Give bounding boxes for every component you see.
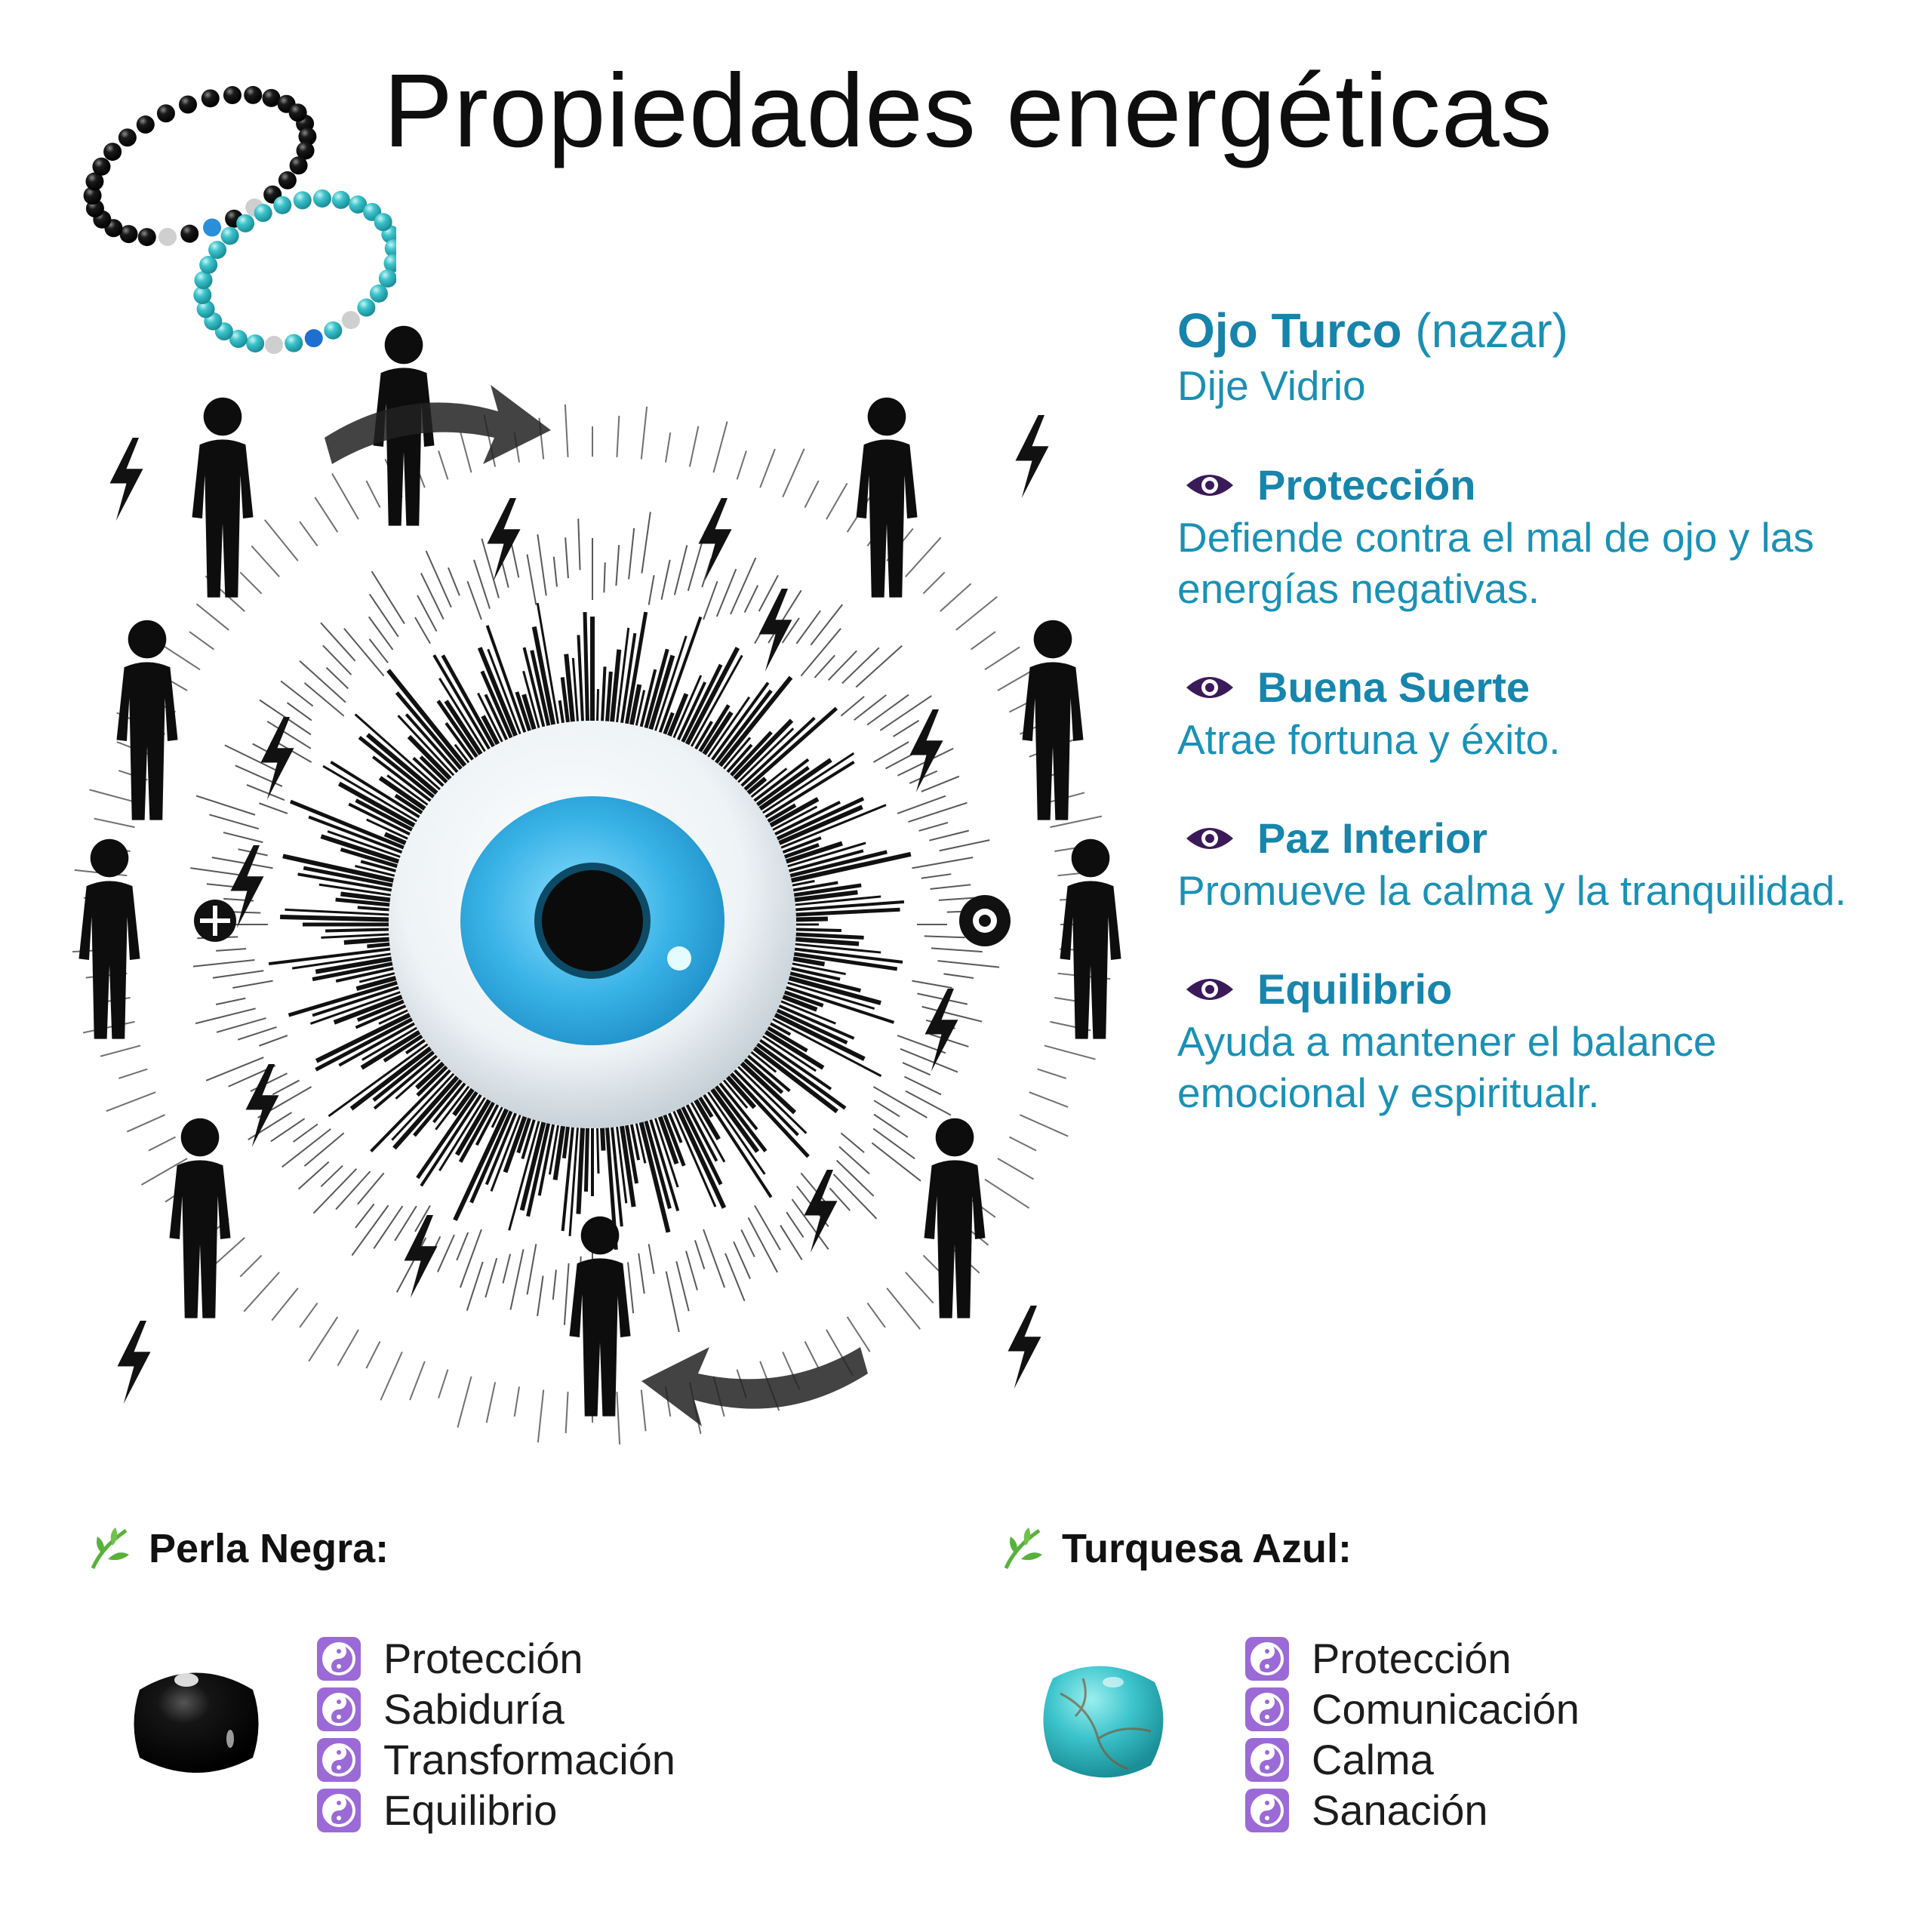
stone-perla-negra: Perla Negra: Protección Sabiduría Transf… <box>87 1524 917 1844</box>
yin-yang-icon <box>317 1788 361 1832</box>
bracelets-image <box>83 85 396 354</box>
yin-yang-icon <box>1245 1687 1289 1731</box>
property-title: Buena Suerte <box>1257 663 1530 711</box>
stone-name: Perla Negra: <box>149 1526 389 1571</box>
stone-turquesa-azul: Turquesa Azul: Protección Comunicación C… <box>1000 1524 1830 1844</box>
property-title: Paz Interior <box>1257 814 1487 862</box>
property-equilibrio: Equilibrio Ayuda a mantener el balance e… <box>1177 963 1917 1118</box>
property-title: Protección <box>1257 461 1476 509</box>
property-title: Equilibrio <box>1257 965 1453 1013</box>
list-item: Transformación <box>317 1734 675 1785</box>
list-item: Sabiduría <box>317 1684 675 1734</box>
list-item: Comunicación <box>1245 1684 1580 1734</box>
stone-name: Turquesa Azul: <box>1062 1526 1352 1571</box>
property-description: Promueve la calma y la tranquilidad. <box>1177 867 1847 914</box>
eye-icon <box>1186 979 1233 1000</box>
turquoise-properties: Protección Comunicación Calma Sanación <box>1245 1633 1580 1835</box>
yin-yang-icon <box>1245 1788 1289 1832</box>
eye-icon <box>1186 677 1233 698</box>
property-description: Atrae fortuna y éxito. <box>1177 716 1561 763</box>
eye-icon <box>1186 475 1233 496</box>
list-item: Protección <box>317 1633 675 1684</box>
list-item: Equilibrio <box>317 1785 675 1835</box>
nazar-material: Dije Vidrio <box>1177 362 1366 409</box>
black-pearl-properties: Protección Sabiduría Transformación Equi… <box>317 1633 675 1835</box>
evil-eye-illustration <box>72 325 1121 1445</box>
yin-yang-icon <box>317 1687 361 1731</box>
list-item: Sanación <box>1245 1785 1580 1835</box>
nazar-alias: (nazar) <box>1401 303 1568 358</box>
nazar-heading: Ojo Turco (nazar) <box>1177 302 1917 359</box>
nazar-info-panel: Ojo Turco (nazar) Dije Vidrio Protección… <box>1177 302 1917 1118</box>
list-item: Calma <box>1245 1734 1580 1785</box>
property-paz-interior: Paz Interior Promueve la calma y la tran… <box>1177 812 1917 916</box>
yin-yang-icon <box>317 1636 361 1681</box>
yin-yang-icon <box>1245 1636 1289 1681</box>
property-buena-suerte: Buena Suerte Atrae fortuna y éxito. <box>1177 661 1917 765</box>
yin-yang-icon <box>317 1737 361 1782</box>
nazar-name: Ojo Turco <box>1177 303 1402 358</box>
property-description: Ayuda a mantener el balance emocional y … <box>1177 1018 1717 1116</box>
yin-yang-icon <box>1245 1737 1289 1782</box>
property-proteccion: Protección Defiende contra el mal de ojo… <box>1177 459 1917 614</box>
list-item: Protección <box>1245 1633 1580 1684</box>
eye-icon <box>1186 828 1233 849</box>
leaf-icon <box>1004 1527 1042 1570</box>
turquoise-bead <box>1043 1666 1164 1778</box>
black-pearl-bead <box>134 1672 259 1773</box>
leaf-icon <box>91 1527 129 1570</box>
page-title: Propiedades energéticas <box>383 53 1553 169</box>
property-description: Defiende contra el mal de ojo y las ener… <box>1177 514 1814 612</box>
